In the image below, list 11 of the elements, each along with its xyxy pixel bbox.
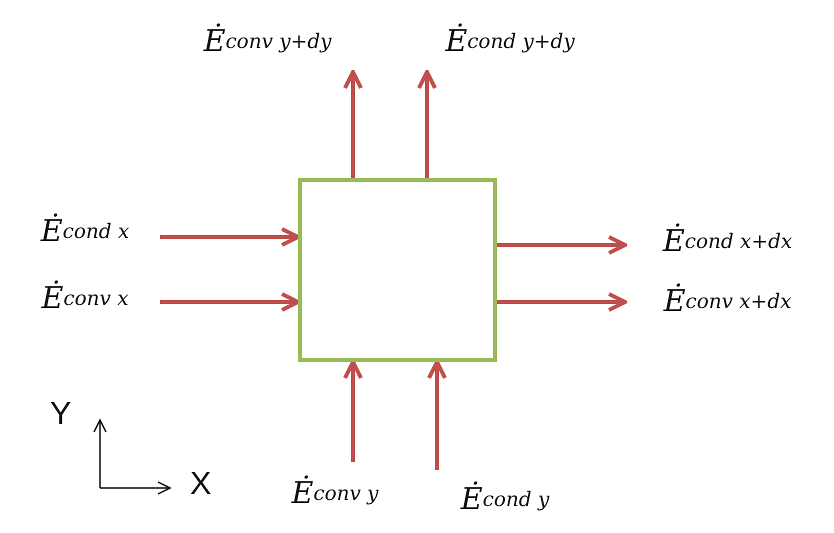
arrow <box>427 360 447 470</box>
arrow <box>343 360 363 462</box>
arrow <box>497 235 627 255</box>
arrow <box>160 227 300 247</box>
arrow <box>343 70 363 178</box>
control-volume-box <box>298 178 497 362</box>
arrow <box>497 292 627 312</box>
arrow <box>160 292 300 312</box>
axis-label: X <box>190 465 212 502</box>
arrow <box>417 70 437 178</box>
axis-label: Y <box>50 395 72 432</box>
